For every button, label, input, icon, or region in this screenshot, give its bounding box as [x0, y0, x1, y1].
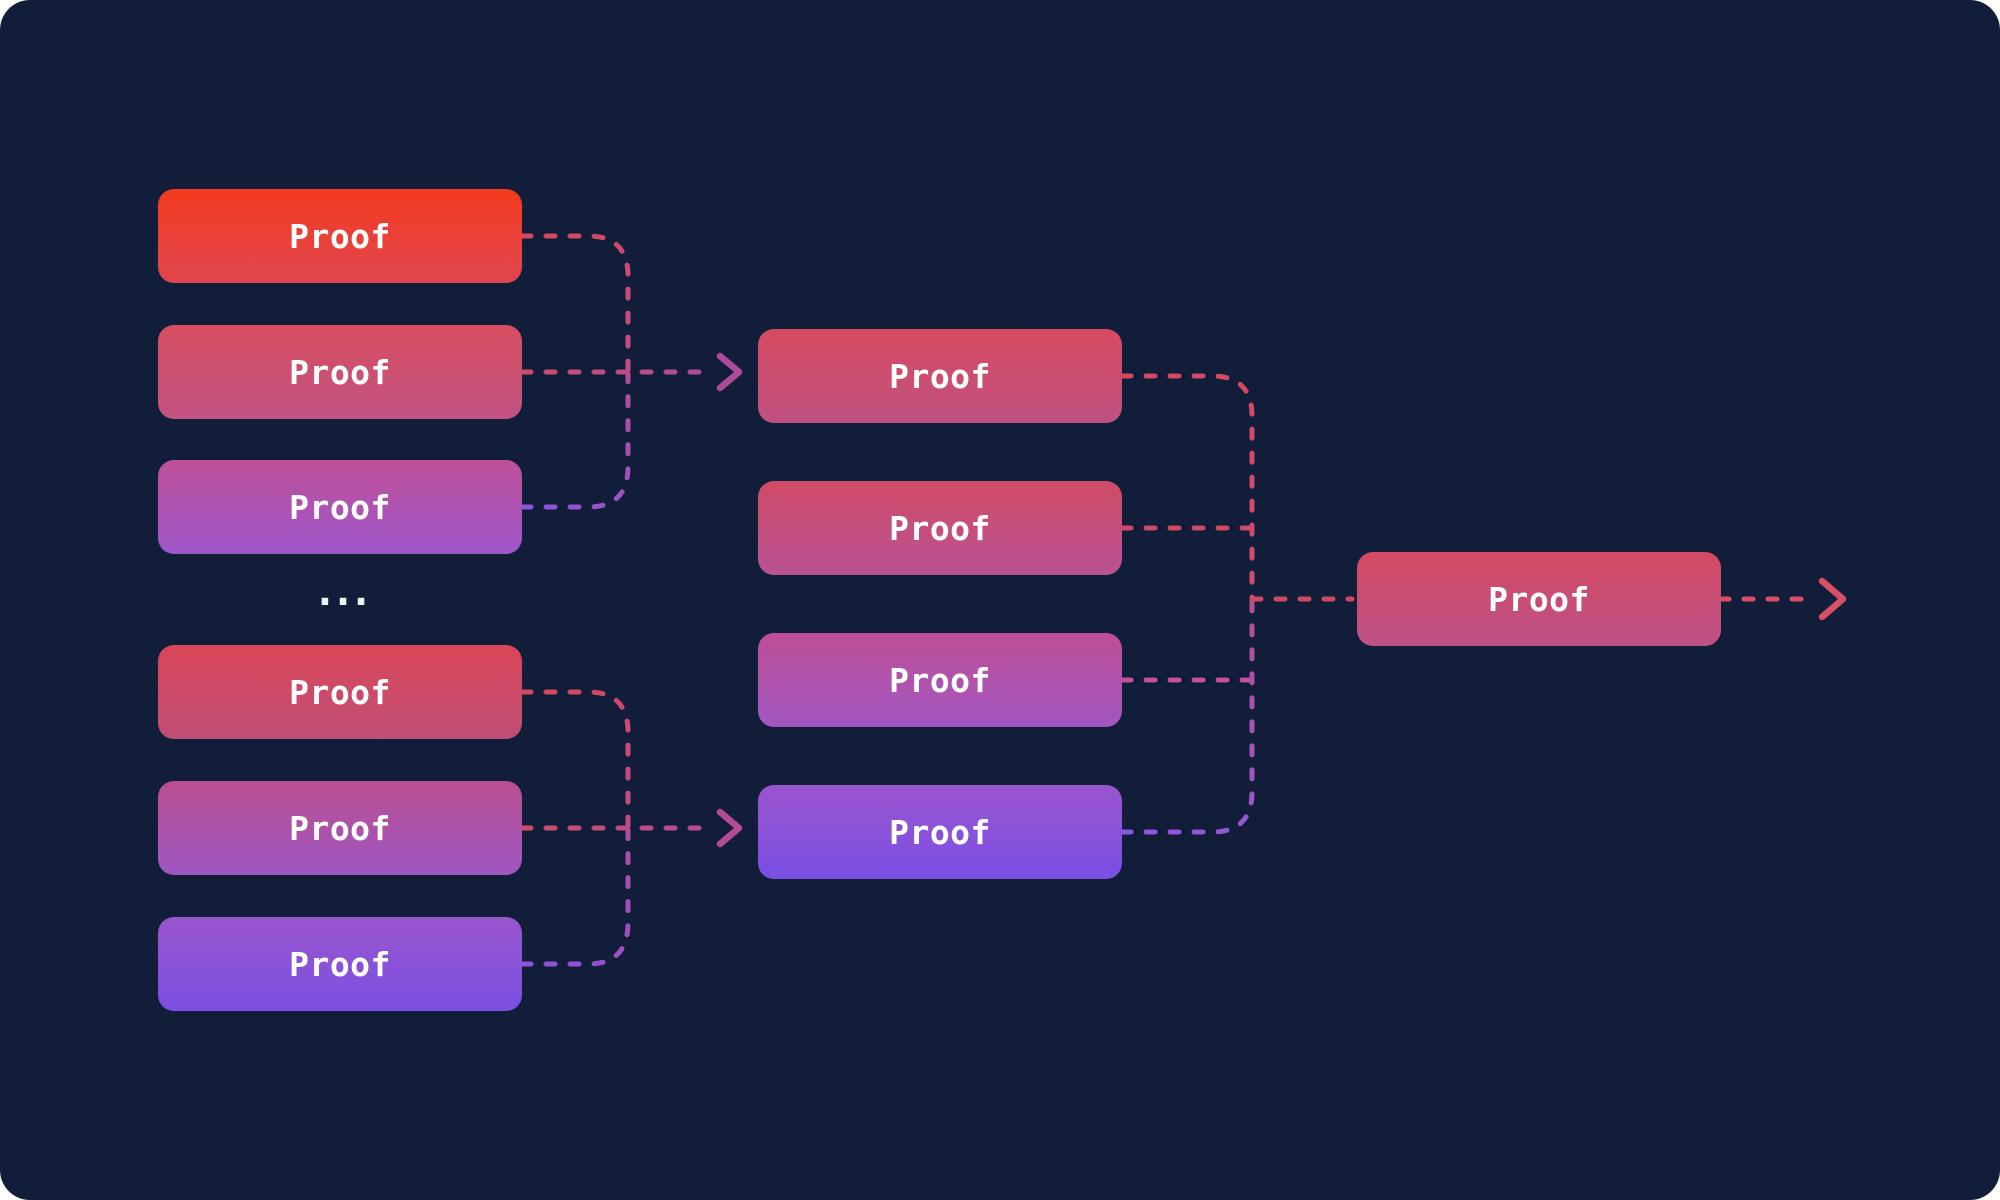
proof-node-source-a3: Proof — [158, 460, 522, 554]
proof-node-label: Proof — [889, 812, 991, 852]
proof-node-label: Proof — [289, 352, 391, 392]
proof-node-aggregator-2: Proof — [758, 481, 1122, 575]
proof-node-label: Proof — [289, 672, 391, 712]
proof-node-source-b3: Proof — [158, 917, 522, 1011]
proof-node-aggregator-1: Proof — [758, 329, 1122, 423]
proof-node-label: Proof — [289, 808, 391, 848]
proof-node-aggregator-4: Proof — [758, 785, 1122, 879]
proof-node-label: Proof — [289, 487, 391, 527]
proof-node-label: Proof — [889, 660, 991, 700]
proof-node-label: Proof — [289, 216, 391, 256]
proof-node-label: Proof — [889, 508, 991, 548]
proof-node-label: Proof — [289, 944, 391, 984]
proof-node-label: Proof — [889, 356, 991, 396]
proof-node-source-a2: Proof — [158, 325, 522, 419]
proof-node-root: Proof — [1357, 552, 1721, 646]
proof-node-source-a1: Proof — [158, 189, 522, 283]
proof-node-source-b2: Proof — [158, 781, 522, 875]
proof-node-source-b1: Proof — [158, 645, 522, 739]
proof-node-label: Proof — [1488, 579, 1590, 619]
proof-node-aggregator-3: Proof — [758, 633, 1122, 727]
